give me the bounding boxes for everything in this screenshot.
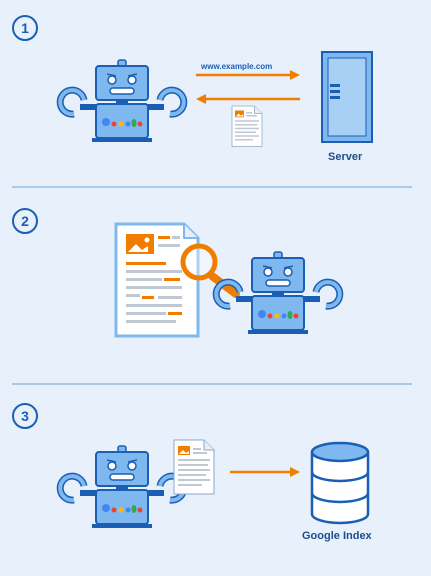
step-3-badge: 3 [12, 403, 38, 429]
arrow-right-icon [196, 70, 300, 80]
document-icon [173, 439, 215, 495]
database-icon [310, 441, 370, 525]
server-label: Server [328, 151, 363, 163]
google-index-label: Google Index [302, 530, 372, 542]
step-1-badge: 1 [12, 15, 38, 41]
step-2-badge: 2 [12, 208, 38, 234]
large-document-icon [114, 222, 200, 338]
googlebot-robot-icon [60, 446, 184, 528]
section-divider-1 [12, 186, 412, 188]
document-icon [231, 105, 263, 147]
arrow-left-icon [196, 94, 300, 104]
section-divider-2 [12, 383, 412, 385]
server-icon [321, 51, 373, 143]
googlebot-robot-icon [60, 60, 184, 142]
arrow-right-icon [230, 467, 300, 477]
request-url-label: www.example.com [201, 62, 273, 71]
